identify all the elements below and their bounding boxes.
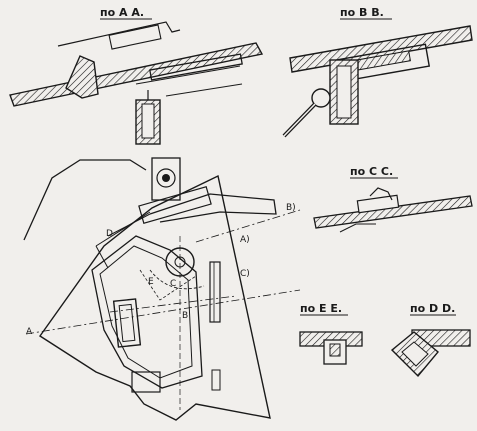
section-mark-a-left: A <box>26 327 33 337</box>
section-mark-b-lower: B <box>182 311 188 321</box>
view-ee-title: по Е Е. <box>300 302 342 315</box>
view-dd-title: по D D. <box>410 302 455 315</box>
view-cc-title: по С С. <box>350 165 393 178</box>
section-mark-c-right: C) <box>240 269 250 279</box>
section-mark-a-right: A) <box>240 235 250 245</box>
section-mark-c-lower: C <box>170 279 176 289</box>
view-bb: по В В. <box>282 6 473 138</box>
view-aa-title: по А А. <box>100 6 144 19</box>
view-dd: по D D. <box>390 302 471 378</box>
view-aa: по А А. <box>9 6 264 145</box>
section-mark-e: E <box>148 277 154 287</box>
section-mark-d-left: D <box>106 229 113 239</box>
view-bb-title: по В В. <box>340 6 384 19</box>
view-ee: по Е Е. <box>299 302 363 365</box>
plan-view <box>23 157 301 421</box>
view-cc: по С С. <box>313 165 473 233</box>
section-mark-b-upper: B) <box>286 203 296 213</box>
